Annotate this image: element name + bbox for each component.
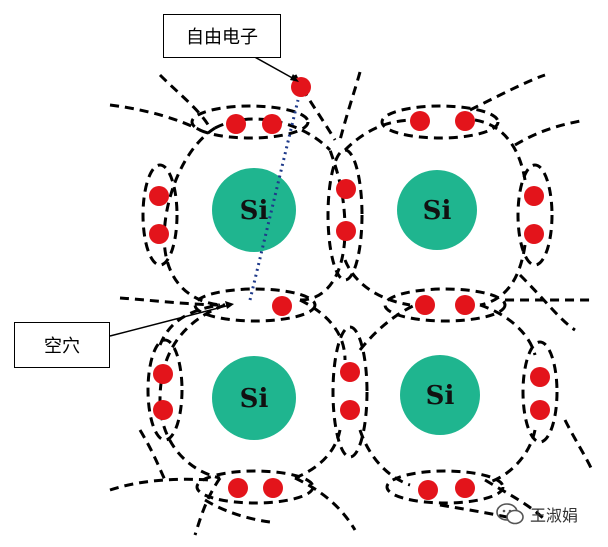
bond-curve xyxy=(358,429,411,487)
electron xyxy=(262,114,282,134)
electron xyxy=(455,111,475,131)
si-atom-label: Si xyxy=(240,384,269,414)
electron xyxy=(455,478,475,498)
covalent-bond-ellipse xyxy=(190,104,310,140)
si-atom xyxy=(212,168,296,252)
electron xyxy=(272,296,292,316)
si-atom-label: Si xyxy=(423,196,452,226)
covalent-bond-ellipse xyxy=(331,325,369,459)
valence-electrons xyxy=(149,77,550,500)
bond-curve xyxy=(119,296,226,307)
electron xyxy=(530,367,550,387)
silicon-atoms: Si Si Si Si xyxy=(212,168,480,440)
si-atom xyxy=(212,356,296,440)
electron-escape-path xyxy=(248,99,300,301)
covalent-bond-ellipse xyxy=(193,287,317,323)
bond-curve xyxy=(484,478,547,522)
watermark: 王淑娟 xyxy=(496,500,578,528)
covalent-bond-ellipse xyxy=(516,163,554,267)
free-electron-pointer-arrowhead xyxy=(290,74,299,82)
electron xyxy=(530,400,550,420)
hole-label: 空穴 xyxy=(14,322,110,368)
bond-curve xyxy=(138,429,167,481)
bond-curve xyxy=(474,118,527,181)
wechat-icon xyxy=(496,503,524,525)
bond-curve xyxy=(294,429,342,480)
bond-curve xyxy=(343,259,411,307)
covalent-bond-ellipse xyxy=(380,104,500,140)
electron xyxy=(226,114,246,134)
electron xyxy=(415,295,435,315)
electron xyxy=(418,480,438,500)
hole-pointer xyxy=(109,304,231,337)
bond-curve xyxy=(204,498,271,524)
bond-curve xyxy=(358,303,416,351)
covalent-bond-ellipse xyxy=(146,338,184,442)
covalent-bond-ellipse xyxy=(385,469,505,505)
bond-lines xyxy=(109,71,595,536)
covalent-bond-ellipse xyxy=(326,148,364,282)
electron xyxy=(149,186,169,206)
watermark-text: 王淑娟 xyxy=(530,506,579,525)
bond-curve xyxy=(514,118,586,147)
si-atom xyxy=(397,170,477,250)
electron xyxy=(149,224,169,244)
covalent-bond-ellipse xyxy=(383,287,507,323)
electron xyxy=(263,478,283,498)
electron xyxy=(524,186,544,206)
electron xyxy=(340,400,360,420)
electron xyxy=(455,295,475,315)
bond-curve xyxy=(563,419,594,471)
bond-curve xyxy=(294,476,357,531)
bond-curve xyxy=(109,103,201,132)
bond-curve xyxy=(109,477,211,492)
electron xyxy=(524,224,544,244)
electron xyxy=(410,111,430,131)
free-electron xyxy=(291,77,311,97)
covalent-bond-ellipse xyxy=(195,469,315,505)
bond-curve xyxy=(158,73,212,129)
si-atom-label: Si xyxy=(426,381,455,411)
bond-curve xyxy=(158,303,226,480)
bond-curve xyxy=(479,244,527,307)
electron xyxy=(153,364,173,384)
bond-curve xyxy=(479,303,537,356)
electron xyxy=(228,478,248,498)
si-atom xyxy=(400,355,480,435)
bond-curve xyxy=(469,73,546,112)
bond-curve xyxy=(338,71,362,141)
bond-curve xyxy=(193,477,222,536)
free-electron-label: 自由电子 xyxy=(163,14,281,58)
covalent-bond-ellipse xyxy=(141,163,179,267)
electron xyxy=(336,221,356,241)
bond-curve xyxy=(489,429,537,484)
bond-curve xyxy=(518,273,576,332)
electron xyxy=(340,362,360,382)
hole-pointer-arrowhead xyxy=(225,301,234,309)
covalent-bond-ellipse xyxy=(521,340,559,444)
electron xyxy=(336,179,356,199)
si-atom-label: Si xyxy=(240,196,269,226)
electron xyxy=(153,400,173,420)
